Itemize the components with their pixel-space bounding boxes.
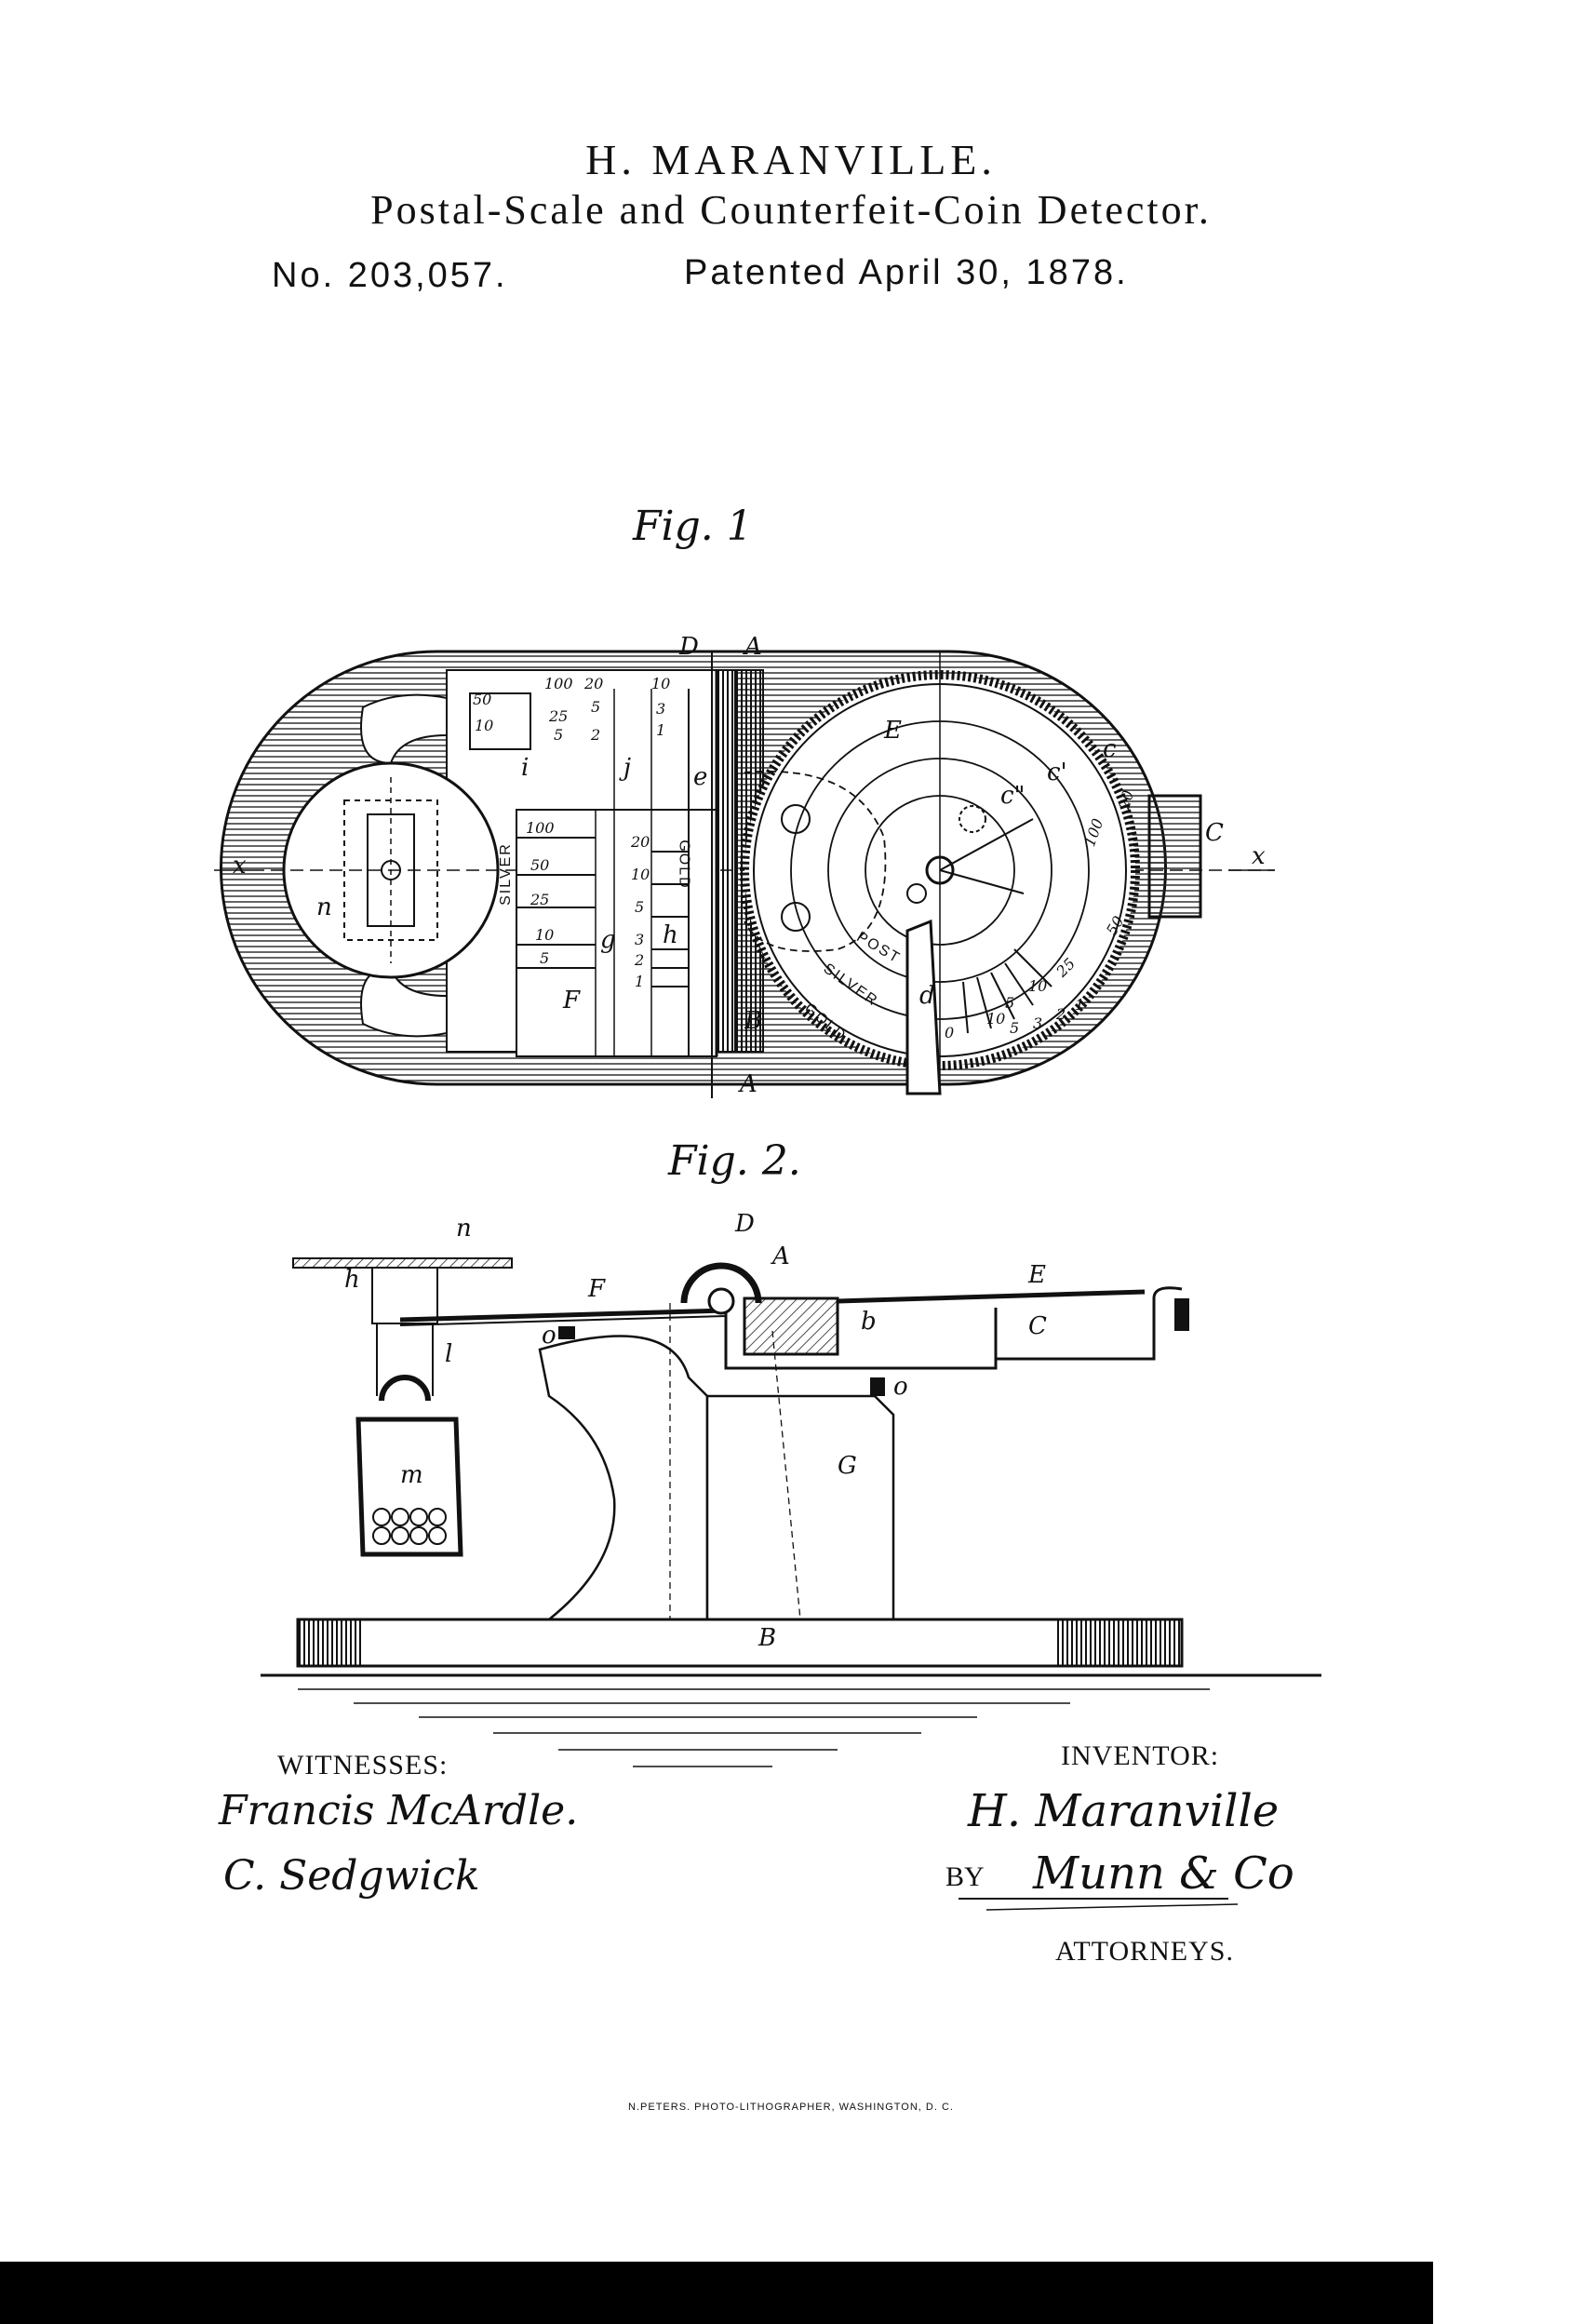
figure-1-label: Fig. 1: [633, 503, 753, 550]
fig1-label-h: h: [663, 921, 678, 949]
fig2-label-G: G: [838, 1452, 857, 1480]
figure-2-label: Fig. 2.: [668, 1137, 801, 1185]
mark: 2: [591, 726, 601, 744]
inventor-name: H. MARANVILLE.: [585, 136, 997, 183]
fig1-label-i: i: [521, 754, 530, 782]
fig1-label-B: B: [744, 1007, 763, 1035]
fig2-label-A: A: [772, 1243, 790, 1270]
fig2-label-C: C: [1028, 1312, 1047, 1340]
patent-number: No. 203,057.: [272, 256, 508, 295]
fig2-label-o-right: o: [893, 1373, 908, 1401]
pillar-g: [538, 1335, 709, 1621]
silver-mark: 5: [540, 949, 550, 967]
fig2-label-h: h: [344, 1266, 360, 1294]
fig1-label-n: n: [316, 893, 332, 921]
fig1-label-C: C: [1205, 819, 1224, 847]
mark: 5: [554, 726, 564, 744]
fig1-label-g: g: [600, 926, 616, 954]
fig2-label-m: m: [400, 1461, 423, 1489]
gold-mark: 5: [635, 898, 645, 916]
inventor-label: INVENTOR:: [1061, 1740, 1220, 1771]
mark: 3: [656, 700, 666, 718]
dial-mark: 3: [1033, 1014, 1043, 1032]
attorney-signature: Munn & Co: [1033, 1847, 1294, 1900]
weight-block-b: [743, 1296, 839, 1356]
silver-mark: 25: [530, 891, 550, 908]
dial-mark: 10: [1028, 977, 1048, 995]
fig2-label-D: D: [735, 1210, 755, 1238]
mark: 5: [591, 698, 601, 716]
dial-mark: 1: [1075, 996, 1085, 1014]
witness-1-signature: Francis McArdle.: [219, 1787, 579, 1834]
fig1-label-A-bottom: A: [740, 1070, 757, 1098]
fig1-label-A-top: A: [744, 633, 762, 661]
patent-date: Patented April 30, 1878.: [684, 253, 1129, 292]
fig1-label-j: j: [623, 754, 632, 782]
figure-1-drawing: [214, 650, 1275, 1098]
fig1-label-E: E: [884, 717, 902, 745]
patent-title: Postal-Scale and Counterfeit-Coin Detect…: [370, 187, 1212, 233]
fig1-label-d: d: [919, 982, 935, 1010]
fig2-label-F: F: [588, 1275, 606, 1303]
fig1-label-F: F: [563, 987, 581, 1014]
gold-mark: 20: [631, 833, 650, 851]
fig1-label-c-double: c": [1000, 782, 1026, 810]
mark: 10: [651, 675, 671, 692]
mark: 100: [544, 675, 573, 692]
mark: 25: [549, 707, 569, 725]
gold-mark: 10: [631, 866, 650, 883]
base-b: [296, 1618, 1184, 1668]
dial-mark: 0: [945, 1024, 955, 1041]
witnesses-label: WITNESSES:: [277, 1750, 449, 1780]
dial-mark: 10: [986, 1010, 1006, 1028]
fig1-label-e: e: [693, 763, 708, 791]
indicator-arm-d: [905, 919, 942, 1095]
fig1-label-c: c: [1103, 735, 1117, 763]
gold-mark: 2: [635, 951, 645, 969]
fig2-label-b: b: [861, 1308, 877, 1336]
gold-mark: 3: [635, 931, 645, 948]
printer-credit: N.PETERS. PHOTO-LITHOGRAPHER, WASHINGTON…: [628, 2102, 954, 2113]
dial-mark: 2: [1056, 1005, 1066, 1023]
dial-mark: 5: [1005, 994, 1015, 1012]
dial-mark: 5: [1010, 1019, 1020, 1037]
mark: 10: [475, 717, 494, 734]
silver-mark: 100: [526, 819, 555, 837]
scale-word-gold: GOLD: [676, 840, 692, 890]
fig1-label-c-prime: c': [1047, 759, 1067, 786]
mark: 50: [473, 691, 492, 708]
fig1-label-x-left: x: [233, 852, 247, 880]
gold-mark: 1: [635, 973, 645, 990]
silver-mark: 10: [535, 926, 555, 944]
attorneys-label: ATTORNEYS.: [1055, 1936, 1234, 1967]
fig2-label-o-left: o: [542, 1322, 556, 1350]
fig2-label-B: B: [758, 1624, 777, 1652]
witness-2-signature: C. Sedgwick: [223, 1852, 480, 1900]
figure-2-drawing: [261, 1257, 1321, 1767]
fig1-label-D: D: [679, 633, 699, 661]
inventor-signature: H. Maranville: [968, 1785, 1280, 1837]
mark: 1: [656, 721, 666, 739]
silver-mark: 50: [530, 856, 550, 874]
fig2-label-l: l: [445, 1340, 453, 1368]
mark: 20: [584, 675, 604, 692]
fig2-label-E: E: [1028, 1261, 1046, 1289]
scale-word-silver: SILVER: [497, 842, 514, 906]
fig1-label-x-right: x: [1252, 842, 1266, 870]
by-label: BY: [945, 1861, 985, 1892]
scan-edge-bar: [0, 2262, 1433, 2324]
fig2-label-n: n: [456, 1215, 472, 1243]
